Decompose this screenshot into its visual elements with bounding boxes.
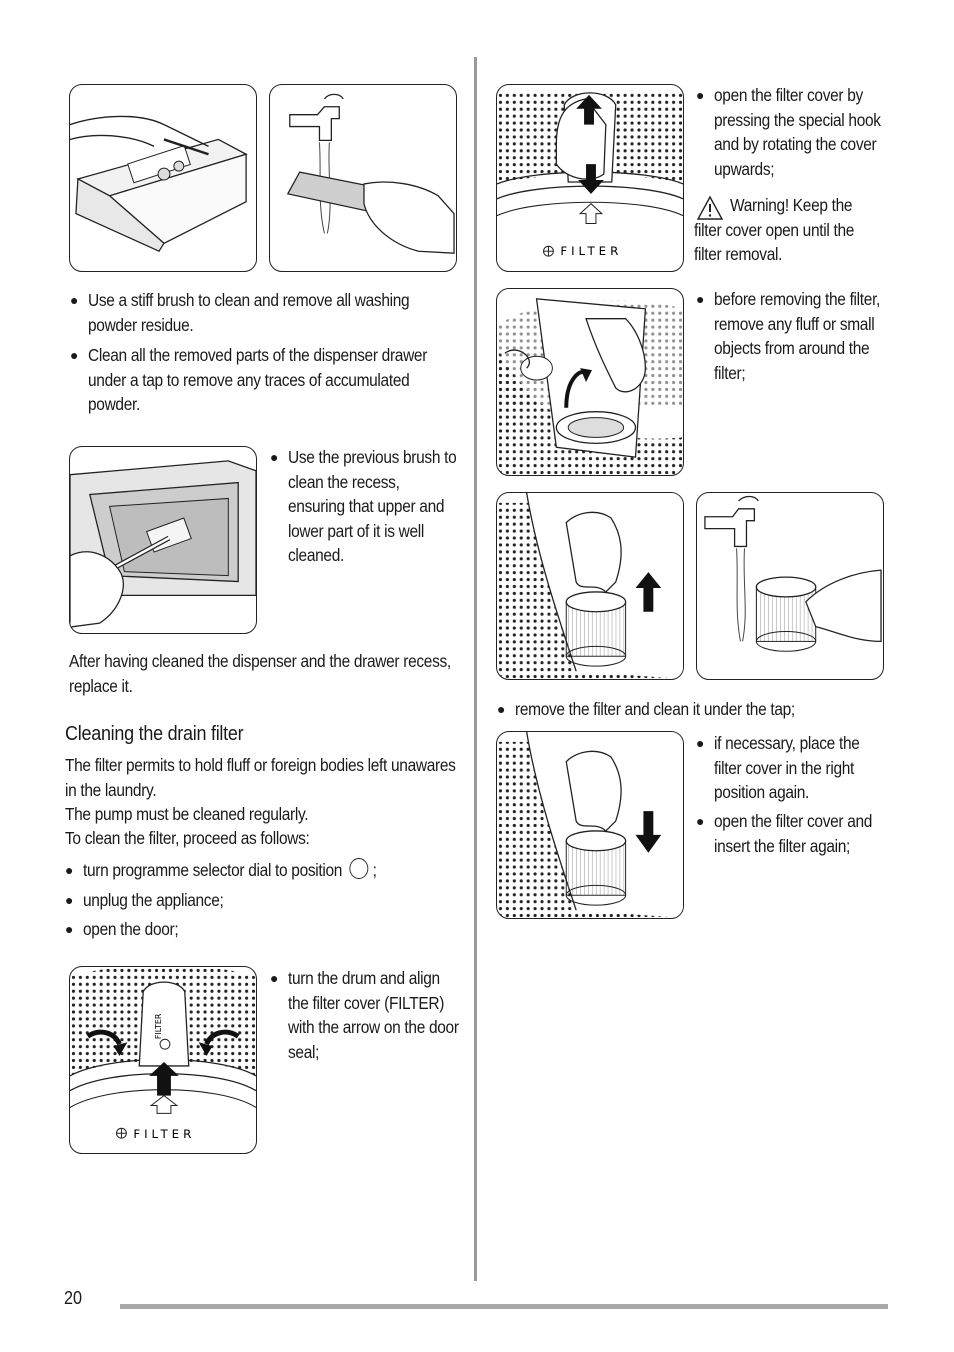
figure-dispenser-drawer [69,84,257,272]
bullet-text: if necessary, place the filter cover in … [714,733,860,802]
bullet-text: open the door; [83,919,179,939]
bullet-text: open the filter cover and insert the fil… [714,811,873,856]
list-item: ● open the door; [65,917,495,942]
bullet-text: Clean all the removed parts of the dispe… [88,345,428,414]
list-item: ● before removing the filter, remove any… [696,287,904,385]
bullet-text: unplug the appliance; [83,890,224,910]
filter-word: FILTER [388,992,440,1013]
figure-recess-brush [69,446,257,634]
list-item: ● turn the drum and align the filter cov… [270,966,480,1064]
bullet-text: Use the previous brush to clean the rece… [288,447,457,565]
figure-filter-rotated-label: FILTER [154,1013,163,1039]
list-item: ● unplug the appliance; [65,888,495,913]
list-item: ● turn programme selector dial to positi… [65,858,495,883]
figure-rinse-filter [696,492,884,680]
bullet-text: before removing the filter, remove any f… [714,289,881,383]
intro-paragraph: The filter permits to hold fluff or fore… [65,755,456,800]
section-title: Cleaning the drain filter [65,723,244,745]
intro-paragraph: The pump must be cleaned regularly. [65,804,309,824]
figure-filter-label: FILTER [133,1127,195,1141]
footer-rule [120,1304,888,1309]
warning-label: Warning! [730,195,789,215]
bullet-text: open the filter cover by pressing the sp… [714,85,881,179]
figure-rinse-under-tap [269,84,457,272]
warning-text: Warning! Keep the filter cover open unti… [694,195,855,264]
list-item: ● remove the filter and clean it under t… [497,697,897,722]
list-item: ● open the filter cover by pressing the … [696,83,904,181]
figure-remove-fluff [496,288,684,476]
bullet-text: turn the drum and align the filter cover… [288,968,459,1062]
list-item: ● Use a stiff brush to clean and remove … [70,288,500,337]
dial-position-icon [349,858,369,879]
bullet-text: turn programme selector dial to position… [83,858,377,880]
column-divider [474,57,477,1281]
list-item: ● open the filter cover and insert the f… [696,809,904,858]
page-number: 20 [64,1288,83,1308]
figure-filter-label: FILTER [560,244,622,258]
list-item: ● if necessary, place the filter cover i… [696,731,904,805]
figure-insert-filter [496,731,684,919]
figure-drum-align-filter: FILTER FILTER [69,966,257,1154]
list-item: ● Clean all the removed parts of the dis… [70,343,500,417]
paragraph: After having cleaned the dispenser and t… [69,651,451,696]
figure-lift-filter [496,492,684,680]
bullet-text: Use a stiff brush to clean and remove al… [88,290,410,335]
figure-open-filter-cover: FILTER [496,84,684,272]
intro-paragraph: To clean the filter, proceed as follows: [65,828,310,848]
list-item: ● Use the previous brush to clean the re… [270,445,480,568]
bullet-text: remove the filter and clean it under the… [515,699,795,719]
warning-triangle-icon [696,195,724,220]
